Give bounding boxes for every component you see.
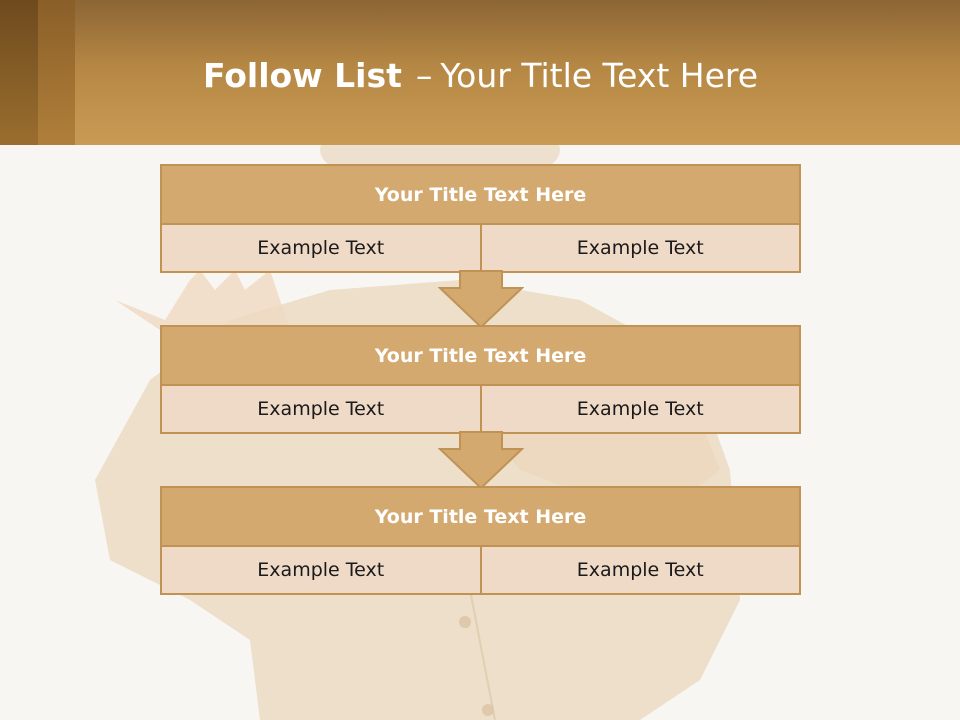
step-block-1: Your Title Text Here Example Text Exampl… bbox=[160, 164, 801, 273]
step-row: Example Text Example Text bbox=[162, 225, 799, 271]
page-title-rest: Your Title Text Here bbox=[440, 56, 759, 95]
header-banner: Follow List–Your Title Text Here bbox=[0, 0, 960, 145]
down-arrow-icon bbox=[438, 270, 524, 328]
step-cell-right: Example Text bbox=[479, 386, 800, 432]
step-row: Example Text Example Text bbox=[162, 386, 799, 432]
step-title: Your Title Text Here bbox=[162, 166, 799, 225]
page-title-bold: Follow List bbox=[203, 56, 402, 95]
page-title-separator: – bbox=[415, 56, 433, 95]
step-cell-right: Example Text bbox=[479, 225, 800, 271]
step-cell-left: Example Text bbox=[257, 398, 385, 420]
step-cell-left: Example Text bbox=[257, 237, 385, 259]
step-cell-left: Example Text bbox=[257, 559, 385, 581]
step-title: Your Title Text Here bbox=[162, 327, 799, 386]
step-row: Example Text Example Text bbox=[162, 547, 799, 593]
header-accent-stripe-secondary bbox=[38, 0, 75, 145]
step-block-2: Your Title Text Here Example Text Exampl… bbox=[160, 325, 801, 434]
down-arrow-icon bbox=[438, 431, 524, 489]
page-title: Follow List–Your Title Text Here bbox=[203, 54, 758, 98]
step-title: Your Title Text Here bbox=[162, 488, 799, 547]
step-block-3: Your Title Text Here Example Text Exampl… bbox=[160, 486, 801, 595]
step-cell-right: Example Text bbox=[479, 547, 800, 593]
header-accent-stripe bbox=[0, 0, 38, 145]
